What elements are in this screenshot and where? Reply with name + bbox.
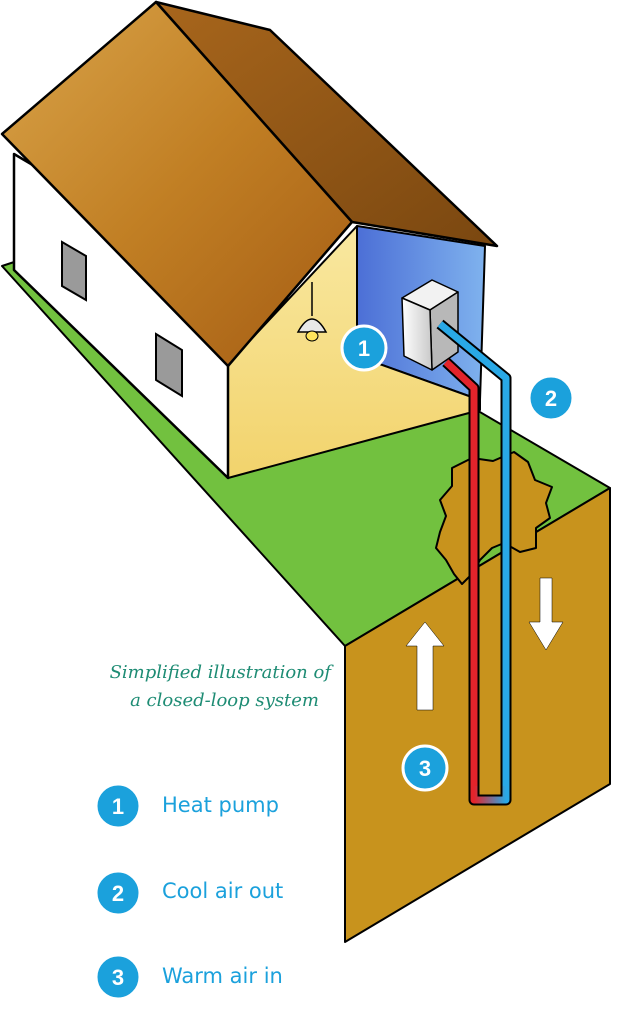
legend-badge-1: 1 xyxy=(94,782,142,830)
roof-front-slope xyxy=(0,0,354,368)
callout-badge-2: 2 xyxy=(527,374,575,422)
caption-line-1: Simplified illustration of xyxy=(109,662,331,683)
flow-arrows xyxy=(405,577,564,711)
window-right xyxy=(155,332,183,398)
legend-number-3: 3 xyxy=(112,965,124,990)
legend-label-warm-air-in: Warm air in xyxy=(162,964,283,988)
window-left xyxy=(61,240,87,302)
legend-badge-2: 2 xyxy=(94,869,142,917)
caption-line-2: a closed-loop system xyxy=(130,690,319,711)
ceiling-lamp-icon xyxy=(296,282,328,342)
legend-number-2: 2 xyxy=(112,881,124,906)
legend-number-1: 1 xyxy=(112,794,124,819)
callout-badge-3: 3 xyxy=(401,744,449,792)
callout-number-2: 2 xyxy=(545,386,557,411)
callout-badge-1: 1 xyxy=(340,324,388,372)
legend-badge-3: 3 xyxy=(94,953,142,1001)
house xyxy=(0,0,499,480)
ground-loop-pipes xyxy=(436,319,512,806)
legend-label-heat-pump: Heat pump xyxy=(162,793,279,817)
legend-label-cool-air-out: Cool air out xyxy=(162,879,284,903)
callout-number-3: 3 xyxy=(419,756,431,781)
callout-number-1: 1 xyxy=(358,336,370,361)
arrow-down-icon xyxy=(528,577,564,651)
arrow-up-icon xyxy=(405,621,445,711)
